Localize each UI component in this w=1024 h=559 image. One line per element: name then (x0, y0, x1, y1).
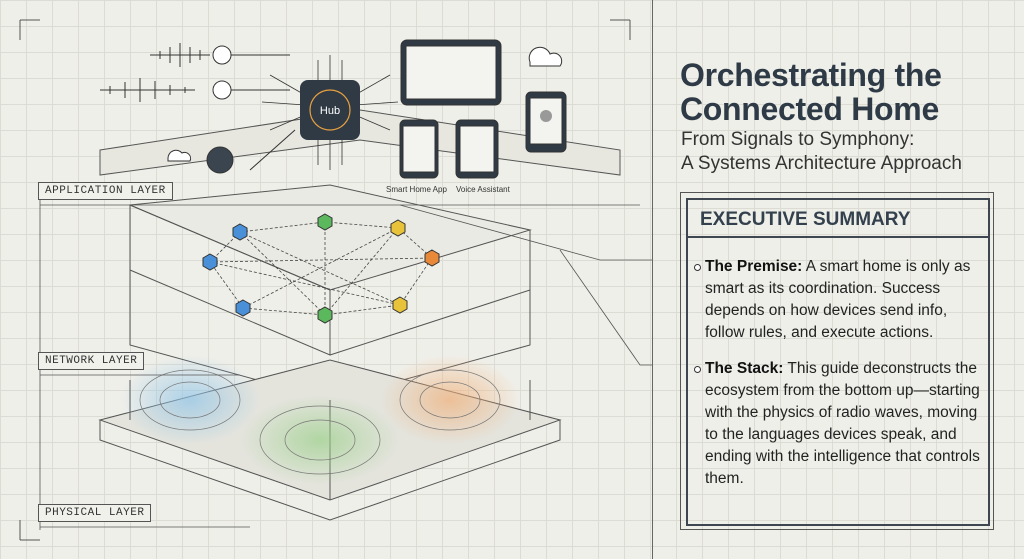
item-label: The Stack: (705, 360, 784, 377)
smart-home-illustration: Hub Smart Home App Voice Assistant (19, 19, 652, 541)
smart-home-app-caption: Smart Home App (386, 185, 447, 194)
node-green (317, 213, 333, 231)
cloud-database-icon (528, 46, 563, 67)
physical-layer-label: PHYSICAL LAYER (38, 504, 152, 522)
bullet-icon (694, 366, 701, 373)
node-orange (424, 249, 440, 267)
title-line-1: Orchestrating the (680, 57, 942, 93)
node-blue (232, 223, 248, 241)
item-label: The Premise: (705, 258, 803, 275)
title-line-2: Connected Home (680, 91, 939, 127)
summary-outer-frame (680, 192, 994, 530)
voice-assistant-caption: Voice Assistant (456, 185, 511, 194)
bullet-icon (694, 264, 701, 271)
application-layer-label: APPLICATION LAYER (38, 182, 173, 200)
subtitle-line-1: From Signals to Symphony: (681, 129, 915, 150)
page-title: Orchestrating the Connected Home (680, 58, 942, 126)
router-icon (206, 146, 234, 174)
node-yellow-2 (392, 296, 408, 314)
cloud-icon (167, 149, 192, 162)
item-text: This guide deconstructs the ecosystem fr… (705, 360, 980, 487)
node-blue-3 (202, 253, 218, 271)
network-nodes (202, 213, 440, 324)
microphone-icon (212, 45, 232, 65)
node-yellow (390, 219, 406, 237)
panel-divider (652, 0, 653, 559)
node-blue-2 (235, 299, 251, 317)
hub: Hub (261, 55, 399, 170)
check-icon (540, 110, 552, 122)
node-green-2 (317, 306, 333, 324)
subtitle: From Signals to Symphony: A Systems Arch… (681, 128, 962, 176)
summary-heading: EXECUTIVE SUMMARY (688, 200, 988, 238)
executive-summary-box: EXECUTIVE SUMMARY The Premise: A smart h… (686, 198, 990, 526)
hub-label: Hub (320, 105, 340, 117)
summary-item-stack: The Stack: This guide deconstructs the e… (694, 358, 985, 490)
subtitle-line-2: A Systems Architecture Approach (681, 153, 962, 174)
item-text: A smart home is only as smart as its coo… (705, 258, 971, 341)
network-layer-label: NETWORK LAYER (38, 352, 145, 370)
microphone-icon (212, 80, 232, 100)
summary-item-premise: The Premise: A smart home is only as sma… (694, 256, 985, 344)
